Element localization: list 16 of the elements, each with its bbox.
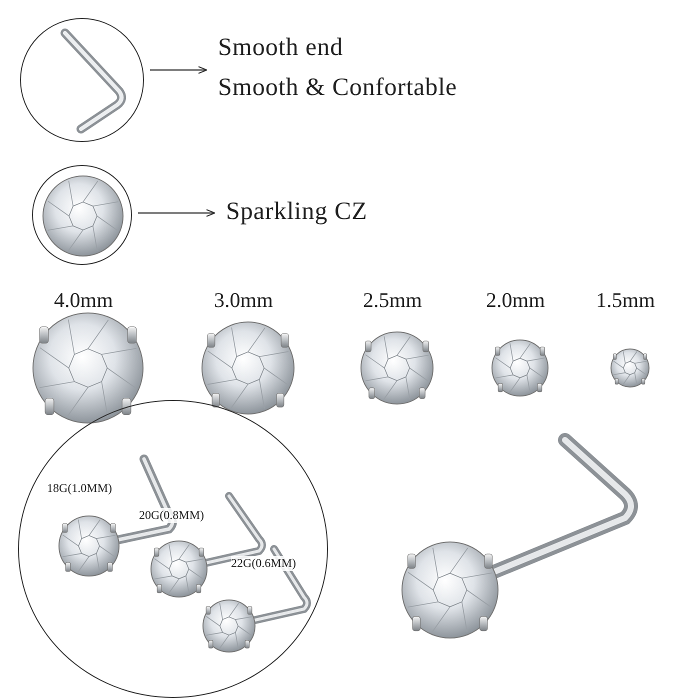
feature-text: Smooth end [218, 34, 344, 62]
feature-text: Sparkling CZ [226, 198, 368, 226]
gauge-label: 18G(1.0MM) [47, 481, 112, 496]
gauge-circle [18, 400, 328, 698]
detail-circle [20, 18, 144, 142]
feature-text: Smooth & Confortable [218, 74, 458, 102]
arrow [150, 66, 208, 74]
size-label: 3.0mm [214, 288, 273, 313]
detail-circle [32, 165, 132, 265]
gauge-label: 22G(0.6MM) [231, 556, 296, 571]
arrow [138, 209, 216, 217]
size-label: 1.5mm [596, 288, 655, 313]
size-label: 2.0mm [486, 288, 545, 313]
gauge-label: 20G(0.8MM) [139, 508, 204, 523]
size-label: 4.0mm [54, 288, 113, 313]
size-label: 2.5mm [363, 288, 422, 313]
